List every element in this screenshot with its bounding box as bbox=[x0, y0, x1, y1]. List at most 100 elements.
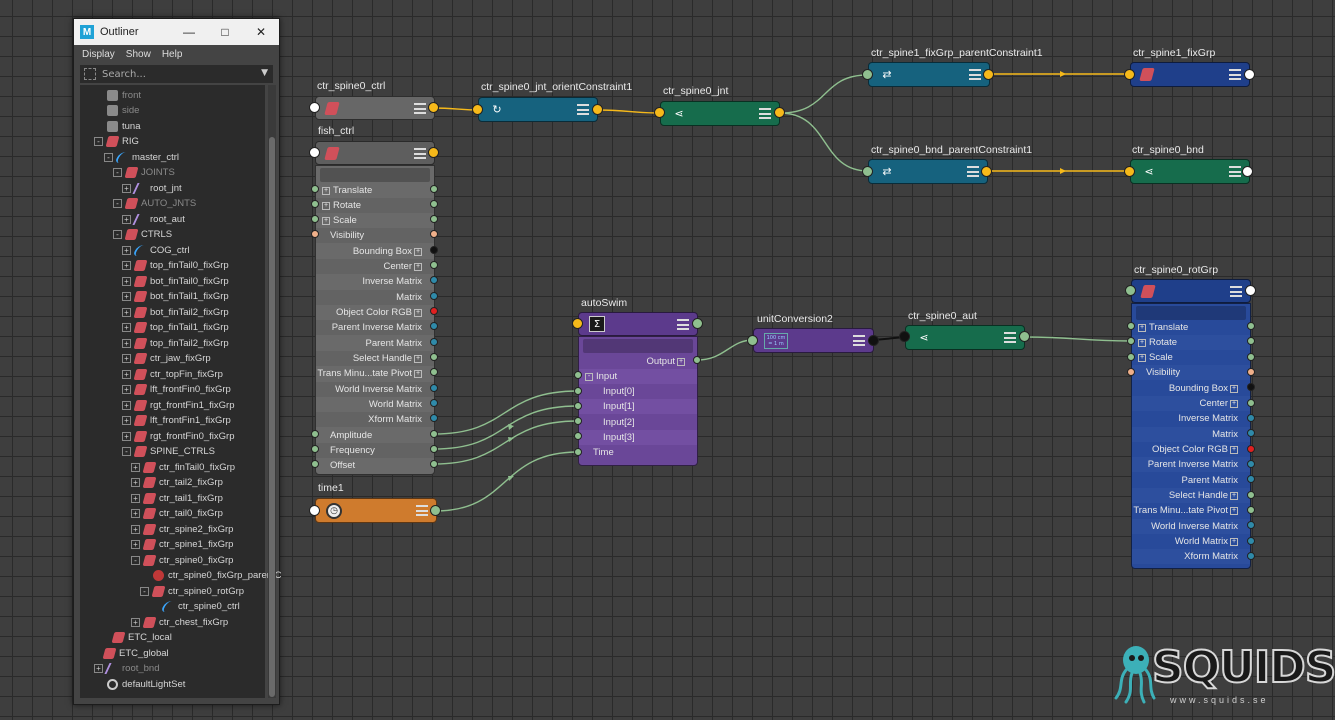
tree-item-default-light-set[interactable]: defaultLightSet bbox=[107, 677, 185, 692]
attr-bounding-box[interactable]: Bounding Box+ bbox=[352, 246, 422, 257]
attr-trans-pivot[interactable]: Trans Minu...tate Pivot+ bbox=[1133, 505, 1238, 516]
attr-rotate[interactable]: +Rotate bbox=[1132, 335, 1250, 350]
attr-center[interactable]: Center+ bbox=[316, 259, 434, 274]
attr-trans-pivot[interactable]: Trans Minu...tate Pivot+ bbox=[317, 368, 422, 379]
scrollbar-thumb[interactable] bbox=[269, 137, 275, 697]
node-options-icon[interactable] bbox=[677, 319, 689, 330]
expand-icon[interactable]: + bbox=[131, 463, 140, 472]
tree-item-fixgrp[interactable]: +lft_frontFin0_fixGrp bbox=[122, 382, 231, 397]
expand-icon[interactable]: + bbox=[131, 509, 140, 518]
port-rotate-in[interactable] bbox=[311, 200, 319, 208]
attr-inverse-matrix[interactable]: Inverse Matrix bbox=[1132, 411, 1250, 426]
expand-icon[interactable]: + bbox=[122, 401, 131, 410]
port-matrix-out[interactable] bbox=[1247, 429, 1255, 437]
collapse-icon[interactable]: - bbox=[122, 447, 131, 456]
expand-icon[interactable]: + bbox=[131, 618, 140, 627]
attr-world-inverse-matrix[interactable]: World Inverse Matrix bbox=[316, 382, 434, 397]
collapse-icon[interactable]: - bbox=[140, 587, 149, 596]
tree-item-fixgrp[interactable]: +top_finTail1_fixGrp bbox=[122, 320, 229, 335]
output-port[interactable] bbox=[592, 104, 603, 115]
output-port[interactable] bbox=[692, 318, 703, 329]
outliner-search-input[interactable]: Search... ▼ bbox=[80, 65, 273, 83]
expand-icon[interactable]: + bbox=[122, 308, 131, 317]
port-select-handle-out[interactable] bbox=[1247, 491, 1255, 499]
port-select-handle-out[interactable] bbox=[430, 353, 438, 361]
expand-icon[interactable]: + bbox=[122, 416, 131, 425]
tree-item-fixgrp[interactable]: +top_finTail0_fixGrp bbox=[122, 258, 229, 273]
attr-world-inverse-matrix[interactable]: World Inverse Matrix bbox=[1132, 519, 1250, 534]
tree-item-parent-constraint[interactable]: ctr_spine0_fixGrp_parentC bbox=[153, 568, 282, 583]
tree-item-fixgrp[interactable]: +ctr_chest_fixGrp bbox=[131, 615, 228, 630]
port-trans-pivot-out[interactable] bbox=[430, 368, 438, 376]
port-frequency-out[interactable] bbox=[430, 445, 438, 453]
port-time-in[interactable] bbox=[574, 448, 582, 456]
node-unitconversion2[interactable]: 100 cm = 1 m bbox=[753, 328, 874, 353]
node-name-field[interactable] bbox=[320, 168, 430, 182]
tree-item-root-jnt[interactable]: +root_jnt bbox=[122, 181, 182, 196]
port-translate-in[interactable] bbox=[311, 185, 319, 193]
attr-xform-matrix[interactable]: Xform Matrix bbox=[1132, 549, 1250, 564]
attr-matrix[interactable]: Matrix bbox=[1132, 427, 1250, 442]
port-inverse-matrix-out[interactable] bbox=[430, 276, 438, 284]
tree-item-etc-local[interactable]: ETC_local bbox=[111, 630, 172, 645]
port-input3-in[interactable] bbox=[574, 432, 582, 440]
attr-parent-inverse-matrix[interactable]: Parent Inverse Matrix bbox=[1132, 457, 1250, 472]
tree-item-fixgrp[interactable]: +ctr_topFin_fixGrp bbox=[122, 367, 223, 382]
port-parent-matrix-out[interactable] bbox=[1247, 475, 1255, 483]
node-spine0-rotgrp[interactable]: +Translate +Rotate +Scale Visibility Bou… bbox=[1131, 279, 1251, 569]
tree-item-fixgrp[interactable]: +ctr_tail0_fixGrp bbox=[131, 506, 223, 521]
tree-item-tuna[interactable]: tuna bbox=[107, 119, 141, 134]
attr-parent-matrix[interactable]: Parent Matrix bbox=[316, 336, 434, 351]
output-port[interactable] bbox=[430, 505, 441, 516]
node-spine0-jnt[interactable]: ⋖ bbox=[660, 101, 780, 126]
port-offset-out[interactable] bbox=[430, 460, 438, 468]
port-frequency-in[interactable] bbox=[311, 445, 319, 453]
minimize-icon[interactable]: — bbox=[183, 25, 195, 39]
node-name-field[interactable] bbox=[583, 339, 693, 353]
tree-item-front[interactable]: front bbox=[107, 88, 141, 103]
node-options-icon[interactable] bbox=[853, 335, 865, 346]
tree-item-fixgrp[interactable]: +rgt_frontFin1_fixGrp bbox=[122, 398, 234, 413]
node-spine1-fixgrp[interactable] bbox=[1130, 62, 1250, 87]
maximize-icon[interactable]: □ bbox=[221, 25, 229, 39]
node-fixgrp-parent-constraint[interactable]: ⇄ bbox=[868, 62, 990, 87]
input-port[interactable] bbox=[309, 505, 320, 516]
attr-select-handle[interactable]: Select Handle+ bbox=[316, 351, 434, 366]
menu-display[interactable]: Display bbox=[82, 48, 115, 60]
tree-item-side[interactable]: side bbox=[107, 103, 139, 118]
input-port[interactable] bbox=[572, 318, 583, 329]
port-input1-in[interactable] bbox=[574, 402, 582, 410]
port-translate-out[interactable] bbox=[1247, 322, 1255, 330]
input-port[interactable] bbox=[747, 335, 758, 346]
search-filter-icon[interactable] bbox=[84, 68, 96, 80]
tree-item-auto-jnts[interactable]: -AUTO_JNTS bbox=[113, 196, 196, 211]
port-visibility-out[interactable] bbox=[1247, 368, 1255, 376]
node-options-icon[interactable] bbox=[577, 104, 589, 115]
input-port[interactable] bbox=[862, 69, 873, 80]
expand-icon[interactable]: + bbox=[94, 664, 103, 673]
node-options-icon[interactable] bbox=[414, 103, 426, 114]
expand-icon[interactable]: + bbox=[122, 323, 131, 332]
attr-input0[interactable]: Input[0] bbox=[579, 384, 697, 399]
tree-item-fixgrp[interactable]: +lft_frontFin1_fixGrp bbox=[122, 413, 231, 428]
port-parent-inverse-out[interactable] bbox=[430, 322, 438, 330]
attr-translate[interactable]: +Translate bbox=[1138, 322, 1189, 333]
attr-world-matrix[interactable]: World Matrix bbox=[316, 397, 434, 412]
collapse-icon[interactable]: - bbox=[113, 199, 122, 208]
attr-amplitude[interactable]: Amplitude bbox=[316, 428, 434, 443]
input-port[interactable] bbox=[1124, 69, 1135, 80]
port-rotate-out[interactable] bbox=[430, 200, 438, 208]
outliner-window[interactable]: M Outliner — □ ✕ Display Show Help Searc… bbox=[73, 18, 282, 705]
tree-item-fixgrp[interactable]: +ctr_jaw_fixGrp bbox=[122, 351, 211, 366]
attr-parent-matrix[interactable]: Parent Matrix bbox=[1132, 473, 1250, 488]
attr-visibility[interactable]: Visibility bbox=[316, 228, 434, 243]
tree-item-spine0-ctrl[interactable]: ctr_spine0_ctrl bbox=[159, 599, 240, 614]
tree-item-fixgrp[interactable]: +ctr_spine2_fixGrp bbox=[131, 522, 233, 537]
tree-item-rotgrp[interactable]: -ctr_spine0_rotGrp bbox=[140, 584, 244, 599]
output-port[interactable] bbox=[428, 147, 439, 158]
port-center-out[interactable] bbox=[1247, 399, 1255, 407]
port-scale-in[interactable] bbox=[1127, 353, 1135, 361]
tree-item-fixgrp[interactable]: +ctr_finTail0_fixGrp bbox=[131, 460, 235, 475]
node-options-icon[interactable] bbox=[969, 69, 981, 80]
node-autoswim[interactable]: Σ Output+ -Input Input[0] Input[1] Input… bbox=[578, 312, 698, 466]
